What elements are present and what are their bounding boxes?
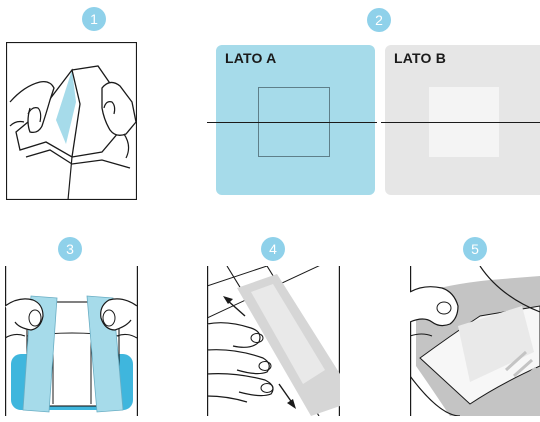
stretch-down-arrow-icon [278,383,296,409]
fold-line [381,122,540,124]
stretch-arrows-illustration [207,266,340,416]
step-4-badge: 4 [261,237,285,261]
stretch-up-arrow-icon [223,296,246,317]
side-b-label: LATO B [394,50,447,66]
side-a-panel: LATO A [216,45,375,195]
step-1-panel [6,42,137,200]
step-3-badge: 3 [58,237,82,261]
step-4-panel [207,266,340,416]
step-3-panel [5,266,138,416]
step-5-panel [410,266,540,416]
side-a-label: LATO A [225,50,277,66]
fold-line [207,122,377,124]
press-patch-illustration [410,266,540,416]
step-5-badge: 5 [463,237,487,261]
step-1-badge: 1 [82,7,106,31]
side-b-panel: LATO B [385,45,540,195]
peeling-liners-illustration [5,266,138,416]
hands-opening-package-illustration [6,42,137,200]
step-2-badge: 2 [367,8,391,32]
